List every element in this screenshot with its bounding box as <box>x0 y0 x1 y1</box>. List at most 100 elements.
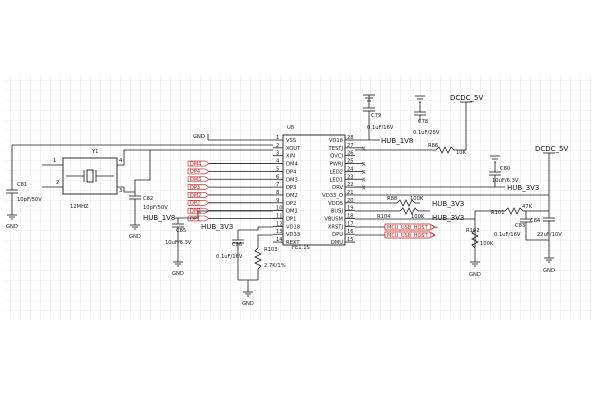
ic-pin-number: 6 <box>276 174 279 180</box>
ic-pin-number: 18 <box>347 214 354 220</box>
ic-pin-name: DM4 <box>286 162 298 168</box>
port-flag <box>187 176 210 183</box>
capacitor-c79: C79 0.1uF/16V <box>363 94 394 140</box>
gnd-label: GND <box>469 272 481 278</box>
ic-pin-name: DM1 <box>286 209 298 215</box>
r101-value: 47K <box>522 204 533 210</box>
ic-pin-name: DMU <box>331 240 343 246</box>
r101-ref: R101 <box>491 210 505 216</box>
no-connect-x: X <box>362 162 366 168</box>
c85-value: 10uF/6.3V <box>165 240 192 246</box>
ic-pin-number: 13 <box>276 229 283 235</box>
ic-pin-name: VD18 <box>329 138 343 144</box>
c79-value: 0.1uF/16V <box>367 125 394 131</box>
port-flag <box>187 200 210 206</box>
no-connect-x: X <box>362 186 366 192</box>
ic-pin-name: XOUT <box>286 146 301 152</box>
port-label: DP2 <box>190 201 200 207</box>
port-label: DP4 <box>190 169 200 175</box>
capacitor-c83: C83 0.1uF/16V <box>494 211 532 240</box>
ic-pin-name: LED1 <box>330 177 343 183</box>
hub-3v3-right-label: HUB_3V3 <box>507 184 539 192</box>
ic-pin-number: 5 <box>276 166 279 172</box>
c84-ref: C84 <box>530 218 541 224</box>
r102-value: 100K <box>480 241 494 247</box>
r102-ref: R102 <box>466 228 480 234</box>
ic-pin-number: 15 <box>347 237 354 243</box>
ic-pin-name: XRSTJ <box>328 224 344 230</box>
y1-value: 12MHZ <box>70 204 89 210</box>
ic-pin-name: XIN <box>286 154 295 160</box>
ic-pin-name: BUSJ <box>331 209 344 215</box>
ic-pin-name: VD33 <box>286 232 300 238</box>
ic-part: FE1.1S <box>292 245 310 251</box>
dcdc-5v-top-net: DCDC_5V <box>450 94 484 150</box>
r103-value: 2.7K/1% <box>264 263 286 269</box>
ic-pin-name: VSS <box>286 138 296 144</box>
ground-symbol: GND <box>543 257 555 274</box>
c81-value: 10pF/50V <box>17 197 42 203</box>
capacitor-c78: C78 0.1uF/25V <box>413 95 440 136</box>
c78-ref: C78 <box>418 119 428 125</box>
gnd-label: GND <box>6 224 18 230</box>
no-connect-x: X <box>362 178 366 184</box>
ic-pin-number: 22 <box>347 182 354 188</box>
ic-pin-number: 4 <box>276 159 280 165</box>
ic-pin-name: TESTJ <box>328 146 344 152</box>
ic-pin-number: 25 <box>347 159 354 165</box>
resistor-r103: R103 2.7K/1% <box>237 234 286 292</box>
hub-1v8-label: HUB_1V8 <box>143 214 175 222</box>
ic-pin-number: 20 <box>347 198 354 204</box>
ic-pin-name: DPU <box>332 232 343 238</box>
y1-pin3: 3 <box>119 188 122 194</box>
resistor-r102: R102 100K <box>466 228 494 249</box>
port-flag <box>187 184 210 190</box>
r104-ref: R104 <box>377 214 391 220</box>
c81-ref: C81 <box>17 182 27 188</box>
ic-pin-number: 9 <box>276 198 279 204</box>
ic-pin-number: 24 <box>347 166 354 172</box>
ic-right-pins: 28VD1827TESTJ26OVCJ25PWRJ24LED223LED122D… <box>322 135 355 246</box>
capacitor-c86: C86 0.1uF/16V <box>216 239 244 260</box>
ic-pin-name: DP2 <box>286 201 296 207</box>
y1-pin1: 1 <box>53 158 56 164</box>
hub-1v8-right-label: HUB_1V8 <box>381 137 413 145</box>
ground-symbol: GND <box>6 214 18 230</box>
c83-ref: C83 <box>515 223 525 229</box>
no-connect-x: X <box>362 170 366 176</box>
gnd-label: GND <box>242 301 254 307</box>
capacitor-c84: C84 22uF/10V <box>526 210 562 258</box>
c80-value: 10uF/6.3V <box>492 178 519 184</box>
ic-pin-number: 12 <box>276 221 283 227</box>
ground-symbol: GND <box>242 291 254 307</box>
r86-value: 10K <box>456 150 467 156</box>
dcdc-5v-label-2: DCDC_5V <box>535 145 569 153</box>
c85-ref: C85 <box>176 228 186 234</box>
ic-pin-name: OVCJ <box>330 154 343 160</box>
c80-ref: C80 <box>500 166 510 172</box>
ic-pin-name: DP1 <box>286 217 296 223</box>
gnd-label: GND <box>193 134 205 140</box>
c84-value: 22uF/10V <box>537 232 562 238</box>
reset-network: R101 47K <box>355 204 549 262</box>
hub-3v3-label: HUB_3V3 <box>201 223 233 231</box>
c83-value: 0.1uF/16V <box>494 232 521 238</box>
ic-pin-name: LED2 <box>330 169 343 175</box>
ic-pin-name: VD33_O <box>322 193 343 199</box>
c79-ref: C79 <box>371 113 381 119</box>
hub-3v3-busj-label: HUB_3V3 <box>432 200 464 208</box>
usb-host-dp-port: MCU_USB_HOST_D+ <box>355 223 438 231</box>
dcdc-5v-right-net: DCDC_5V <box>355 145 569 210</box>
ground-symbol: GND <box>172 261 184 277</box>
y1-ref: Y1 <box>91 149 98 155</box>
ic-pin-number: 11 <box>276 214 283 220</box>
ic-pin-number: 3 <box>276 151 279 157</box>
ground-symbol: GND <box>469 261 481 278</box>
ic-pin-name: REXT <box>286 240 300 246</box>
y1-pin4: 4 <box>119 158 123 164</box>
ic-pin-name: DRV <box>332 185 343 191</box>
r86-ref: R86 <box>428 143 438 149</box>
capacitor-c85: C85 10uF/6.3V <box>165 223 192 262</box>
